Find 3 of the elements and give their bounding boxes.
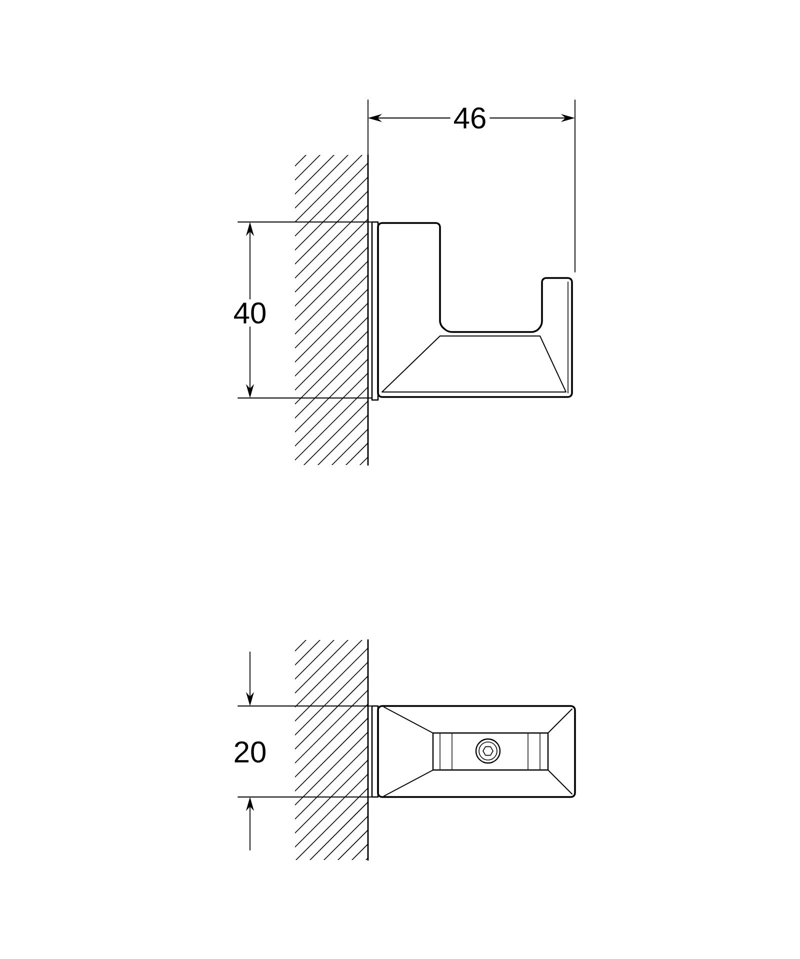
dimension-label: 40 <box>230 299 270 327</box>
dimension-label: 20 <box>230 738 270 766</box>
dimension-label: 46 <box>450 104 490 132</box>
